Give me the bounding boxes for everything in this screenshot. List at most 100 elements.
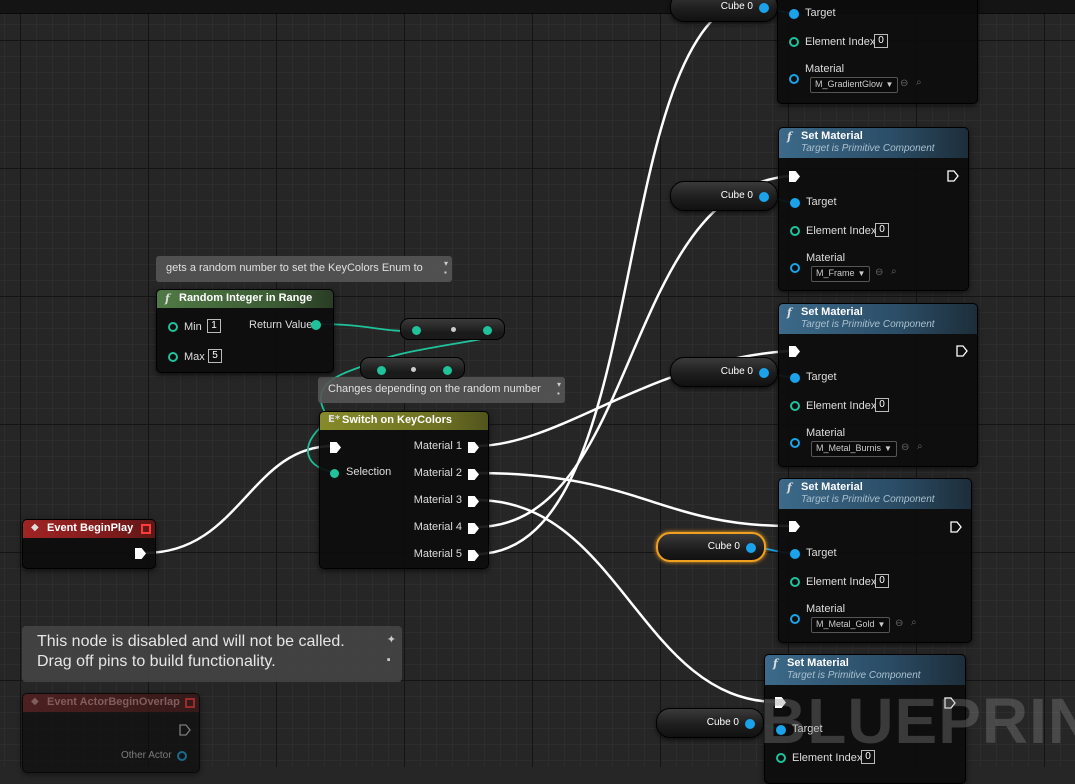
material-pin-icon[interactable] [790,438,800,448]
getter-label: Cube 0 [720,190,753,201]
getter-pin-icon[interactable] [759,192,769,202]
material-dropdown[interactable]: M_Metal_Gold▼ [811,617,891,633]
material-dropdown[interactable]: M_GradientGlow▼ [810,77,899,93]
exec-in-pin-icon[interactable] [789,346,800,357]
target-pin-icon[interactable] [790,373,800,383]
browse-search-icon[interactable]: ⌕ [891,266,897,277]
getter-label: Cube 0 [706,717,739,728]
cube-getter-node[interactable]: Cube 0 [670,357,778,387]
event-icon: ◆ [31,522,39,533]
cube-getter-node[interactable]: Cube 0 [656,708,764,738]
set-material-node[interactable]: f Set Material Target is Primitive Compo… [778,127,969,291]
cube-getter-node[interactable]: Cube 0 [670,181,778,211]
element-index-field[interactable]: 0 [861,750,875,764]
getter-label: Cube 0 [707,541,740,552]
browse-search-icon[interactable]: ⌕ [911,617,917,628]
return-value-pin-icon[interactable] [311,320,321,330]
exec-in-pin-icon[interactable] [330,442,341,453]
element-index-pin-icon[interactable] [776,753,786,763]
comment-switch[interactable]: Changes depending on the random number ▾… [318,377,565,403]
reroute-node[interactable] [400,318,505,340]
exec-out-pin-icon[interactable] [947,170,959,182]
comment-pin-icon[interactable]: ▾▪ [443,259,448,277]
output-5-pin-icon[interactable] [468,550,479,561]
function-icon: f [787,130,792,143]
reroute-in-pin-icon[interactable] [412,326,421,335]
element-index-pin-icon[interactable] [790,226,800,236]
switch-node[interactable]: E* Switch on KeyColors Selection Materia… [319,411,489,569]
exec-out-pin-icon[interactable] [956,345,968,357]
target-pin-icon[interactable] [776,725,786,735]
material-pin-icon[interactable] [789,74,799,84]
node-title: Random Integer in Range [179,292,313,304]
delegate-icon[interactable] [141,524,151,534]
set-material-node[interactable]: f Set Material Target is Primitive Compo… [778,303,978,467]
material-dropdown[interactable]: M_Metal_Burnis▼ [811,441,897,457]
material-label: Material [806,252,846,264]
use-asset-icon[interactable]: ⊖ [875,267,884,278]
exec-in-pin-icon[interactable] [789,521,800,532]
material-value: M_Metal_Burnis [816,443,882,453]
event-beginplay-node[interactable]: ◆ Event BeginPlay [22,519,156,569]
element-index-pin-icon[interactable] [790,577,800,587]
random-integer-node[interactable]: f Random Integer in Range Min 1 Max 5 Re… [156,289,334,373]
element-index-field[interactable]: 0 [875,398,889,412]
exec-in-pin-icon[interactable] [775,697,786,708]
comment-pin-icon[interactable]: ▾▪ [556,380,561,398]
reroute-out-pin-icon[interactable] [443,366,452,375]
browse-search-icon[interactable]: ⌕ [916,77,922,88]
element-index-pin-icon[interactable] [789,37,799,47]
max-value-field[interactable]: 5 [208,349,222,363]
exec-out-pin-icon[interactable] [950,521,962,533]
output-3-pin-icon[interactable] [468,496,479,507]
target-pin-icon[interactable] [790,549,800,559]
exec-in-pin-icon[interactable] [789,171,800,182]
cube-getter-node[interactable]: Cube 0 [670,0,778,22]
output-1-pin-icon[interactable] [468,442,479,453]
reroute-in-pin-icon[interactable] [377,366,386,375]
node-header: f Set Material Target is Primitive Compo… [765,655,965,685]
element-index-field[interactable]: 0 [874,34,888,48]
target-pin-icon[interactable] [790,198,800,208]
getter-pin-icon[interactable] [759,3,769,13]
target-pin-icon[interactable] [789,9,799,19]
comment-pin-icon[interactable]: ✦▪ [386,634,396,666]
event-actorbeginoverlap-node[interactable]: ◆ Event ActorBeginOverlap Other Actor [22,693,200,773]
reroute-node[interactable] [360,357,465,379]
delegate-icon[interactable] [185,698,195,708]
element-index-field[interactable]: 0 [875,574,889,588]
use-asset-icon[interactable]: ⊖ [900,78,909,89]
set-material-node[interactable]: Target Element Index 0 Material M_Gradie… [777,0,978,104]
getter-label: Cube 0 [720,1,753,12]
browse-search-icon[interactable]: ⌕ [917,441,923,452]
getter-pin-icon[interactable] [759,368,769,378]
element-index-field[interactable]: 0 [875,223,889,237]
cube-getter-node-selected[interactable]: Cube 0 [656,532,766,562]
getter-pin-icon[interactable] [745,719,755,729]
material-dropdown[interactable]: M_Frame▼ [811,266,871,282]
min-value-field[interactable]: 1 [207,319,221,333]
output-2-pin-icon[interactable] [468,469,479,480]
material-value: M_GradientGlow [815,79,883,89]
element-index-pin-icon[interactable] [790,401,800,411]
reroute-out-pin-icon[interactable] [483,326,492,335]
set-material-node[interactable]: f Set Material Target is Primitive Compo… [778,478,972,643]
exec-out-pin-icon[interactable] [135,548,146,559]
other-actor-pin-icon[interactable] [177,751,187,761]
exec-out-pin-icon[interactable] [179,724,191,736]
min-pin-icon[interactable] [168,322,178,332]
material-pin-icon[interactable] [790,263,800,273]
max-pin-icon[interactable] [168,352,178,362]
target-label: Target [805,7,836,19]
exec-out-pin-icon[interactable] [944,697,956,709]
set-material-node[interactable]: f Set Material Target is Primitive Compo… [764,654,966,784]
getter-pin-icon[interactable] [746,543,756,553]
selection-pin-icon[interactable] [330,469,339,478]
output-label-1: Material 1 [413,440,462,452]
use-asset-icon[interactable]: ⊖ [895,618,904,629]
reroute-dot-icon [411,367,416,372]
comment-random[interactable]: gets a random number to set the KeyColor… [156,256,452,282]
output-4-pin-icon[interactable] [468,523,479,534]
material-pin-icon[interactable] [790,614,800,624]
use-asset-icon[interactable]: ⊖ [901,442,910,453]
